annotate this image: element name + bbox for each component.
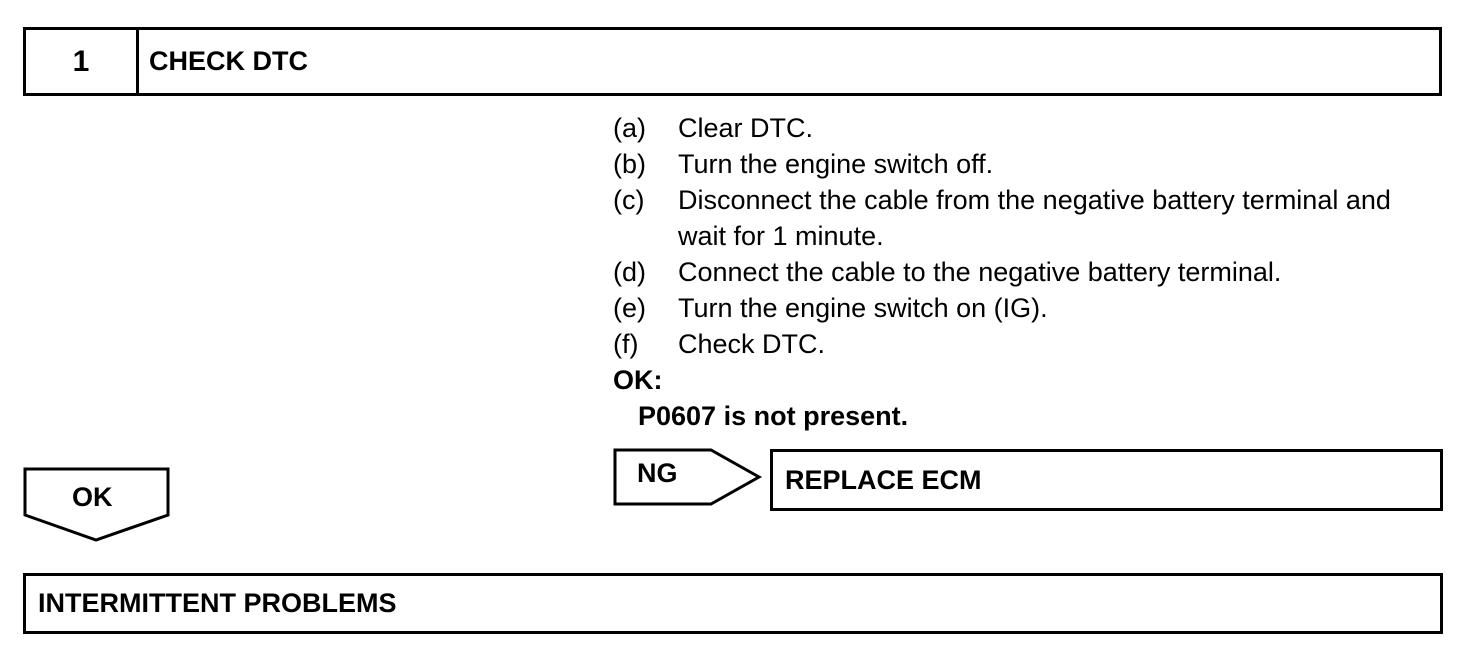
instruction-letter: (f) (613, 329, 639, 359)
instruction-item: (d) Connect the cable to the negative ba… (613, 254, 1443, 290)
instruction-text: Turn the engine switch on (IG). (678, 293, 1048, 323)
step-number: 1 (26, 30, 139, 93)
ng-arrow-shape (613, 448, 763, 506)
ok-next-box: INTERMITTENT PROBLEMS (23, 573, 1443, 634)
instruction-text: Connect the cable to the negative batter… (678, 257, 1282, 287)
instruction-text: Clear DTC. (678, 113, 814, 143)
instruction-letter: (d) (613, 257, 646, 287)
instruction-text: Check DTC. (678, 329, 826, 359)
instruction-letter: (e) (613, 293, 646, 323)
instruction-letter: (c) (613, 185, 645, 215)
ok-next-text: INTERMITTENT PROBLEMS (38, 588, 397, 618)
instruction-item: (a) Clear DTC. (613, 110, 1443, 146)
instruction-text: Turn the engine switch off. (678, 149, 994, 179)
ng-action-box: REPLACE ECM (770, 449, 1443, 511)
instruction-list: (a) Clear DTC. (b) Turn the engine switc… (613, 110, 1443, 434)
instruction-item: (f) Check DTC. (613, 326, 1443, 362)
instruction-letter: (b) (613, 149, 646, 179)
step-header: 1 CHECK DTC (23, 27, 1442, 96)
instruction-item: (e) Turn the engine switch on (IG). (613, 290, 1443, 326)
ok-condition: P0607 is not present. (638, 401, 909, 431)
ok-label: OK: (613, 365, 663, 395)
ok-arrow-shape (23, 467, 170, 542)
ng-label: NG (637, 458, 678, 488)
instruction-text: Disconnect the cable from the negative b… (678, 185, 1391, 251)
ok-arrow-label: OK (72, 482, 113, 512)
ng-action-text: REPLACE ECM (785, 464, 982, 495)
instruction-item: (c) Disconnect the cable from the negati… (613, 182, 1443, 254)
instruction-item: (b) Turn the engine switch off. (613, 146, 1443, 182)
instruction-letter: (a) (613, 113, 646, 143)
step-title: CHECK DTC (149, 46, 308, 76)
